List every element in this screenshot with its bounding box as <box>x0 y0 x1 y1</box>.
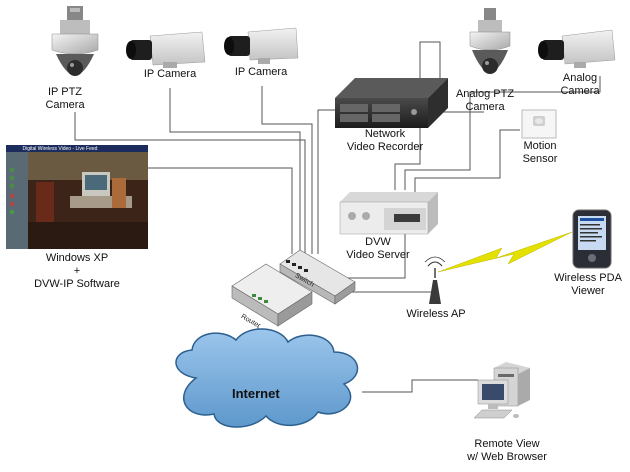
wireless-pda-viewer-label: Wireless PDA Viewer <box>554 272 622 297</box>
ip-camera-2-icon <box>224 27 299 64</box>
line-ip-camera-1 <box>169 88 301 254</box>
wireless-ap-label: Wireless AP <box>406 308 466 320</box>
line-ip-camera-2 <box>261 86 313 254</box>
ip-camera-1-icon <box>126 31 206 68</box>
connection-lines <box>74 41 601 393</box>
motion-sensor-icon <box>521 109 557 139</box>
internet-label: Internet <box>232 386 280 401</box>
wireless-ap-icon <box>424 256 446 304</box>
line-video-server <box>345 232 406 279</box>
switch-icon <box>279 249 356 305</box>
software-screenshot: Digital Wireless Video - Live Feed <box>6 145 148 249</box>
ip-camera-2-label: IP Camera <box>234 66 288 78</box>
line-motion-sensor <box>414 129 520 192</box>
line-windows-xp <box>148 167 293 254</box>
windows-xp-label: Windows XP + DVW-IP Software <box>34 252 120 290</box>
software-window-title: Digital Wireless Video - Live Feed <box>23 146 98 152</box>
analog-ptz-camera-label: Analog PTZ Camera <box>455 88 515 113</box>
analog-ptz-camera-icon <box>469 8 511 74</box>
motion-sensor-label: Motion Sensor <box>522 140 558 165</box>
dvw-video-server-label: DVW Video Server <box>346 236 410 261</box>
network-video-recorder-icon <box>335 78 448 128</box>
analog-camera-icon <box>538 29 616 68</box>
router-icon <box>231 263 313 327</box>
ip-ptz-camera-label: IP PTZ Camera <box>45 86 85 111</box>
line-ip-ptz-camera <box>74 112 306 254</box>
network-video-recorder-label: Network Video Recorder <box>346 128 424 153</box>
ip-camera-1-label: IP Camera <box>143 68 197 80</box>
internet-cloud <box>175 328 359 428</box>
ip-ptz-camera-icon <box>51 6 99 76</box>
analog-camera-label: Analog Camera <box>560 72 600 97</box>
line-wireless-ap <box>350 290 436 293</box>
line-nvr <box>317 109 335 254</box>
remote-view-label: Remote View w/ Web Browser <box>467 438 547 463</box>
line-analog-camera <box>404 76 601 190</box>
video-server-icon <box>339 192 438 235</box>
remote-view-pc-icon <box>473 362 530 419</box>
wireless-pda-icon <box>572 209 612 269</box>
line-internet-remote <box>362 379 478 393</box>
wireless-signal-bolt <box>437 231 573 273</box>
